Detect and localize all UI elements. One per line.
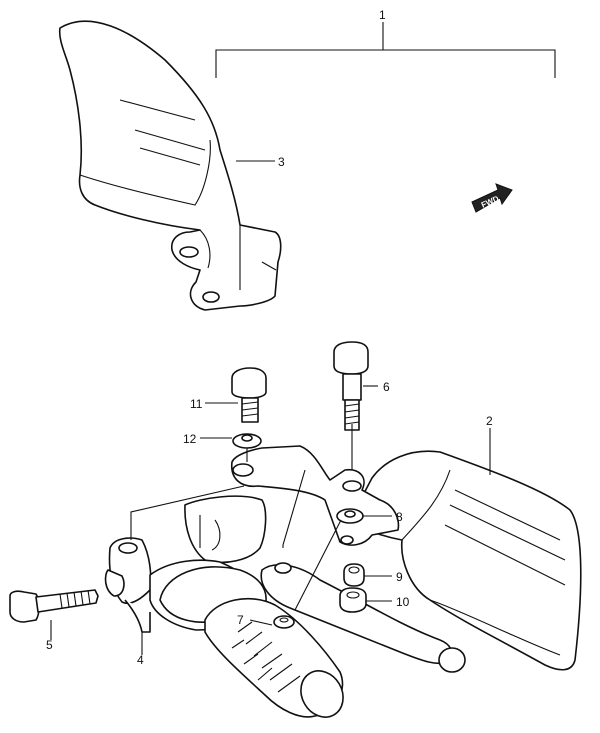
- fwd-label: FWD: [480, 194, 501, 210]
- spacer-9: [343, 563, 365, 587]
- callout-2: 2: [486, 414, 493, 428]
- fwd-badge: FWD: [471, 183, 513, 213]
- washer-8: [336, 508, 364, 524]
- callout-3: 3: [278, 155, 285, 169]
- short-bolt: [231, 367, 267, 423]
- callout-11: 11: [190, 397, 203, 411]
- handlebar-grip: [159, 566, 344, 718]
- callout-8: 8: [396, 510, 403, 524]
- callout-5: 5: [46, 638, 53, 652]
- callout-1: 1: [379, 8, 386, 22]
- pivot-stud-7: [273, 615, 295, 629]
- callout-12: 12: [183, 432, 197, 446]
- assembly-lines: [130, 424, 353, 611]
- group-bracket-1: [215, 22, 556, 78]
- callout-4: 4: [137, 653, 144, 667]
- hand-guard-lower: [349, 450, 582, 671]
- callout-7: 7: [237, 613, 244, 627]
- nut-10: [339, 587, 367, 613]
- callout-9: 9: [396, 570, 403, 584]
- long-bolt-6: [333, 341, 369, 431]
- callout-10: 10: [396, 595, 410, 609]
- leader-7: [249, 619, 273, 626]
- washer-12: [232, 433, 262, 449]
- callout-6: 6: [383, 380, 390, 394]
- control-lever: [260, 562, 466, 673]
- pivot-bolt: [9, 589, 99, 623]
- hand-guard-upper: [58, 20, 282, 311]
